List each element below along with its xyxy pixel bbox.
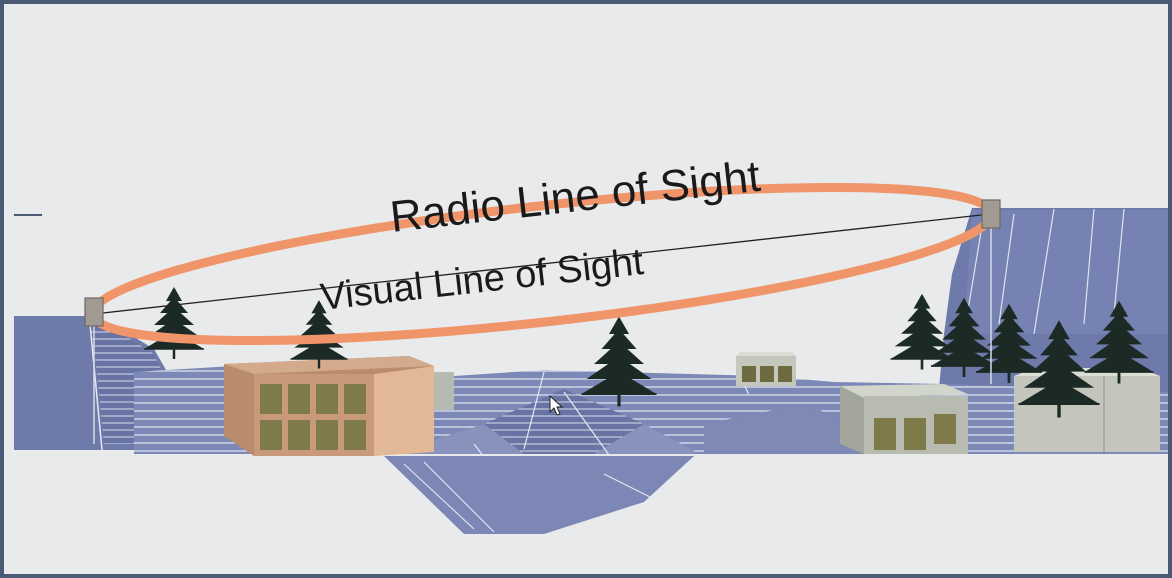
line-of-sight-scene: Radio Line of Sight Visual Line of Sight bbox=[4, 4, 1168, 574]
antenna-tower-icon bbox=[84, 297, 104, 444]
building-brown bbox=[224, 356, 454, 456]
building-grey bbox=[840, 384, 968, 454]
mouse-pointer-icon bbox=[549, 394, 564, 416]
terrain-right-contours bbox=[963, 208, 1125, 335]
visual-sight-line bbox=[93, 213, 991, 315]
antenna-tower-icon bbox=[981, 199, 1001, 384]
building-small-distant bbox=[736, 352, 796, 386]
